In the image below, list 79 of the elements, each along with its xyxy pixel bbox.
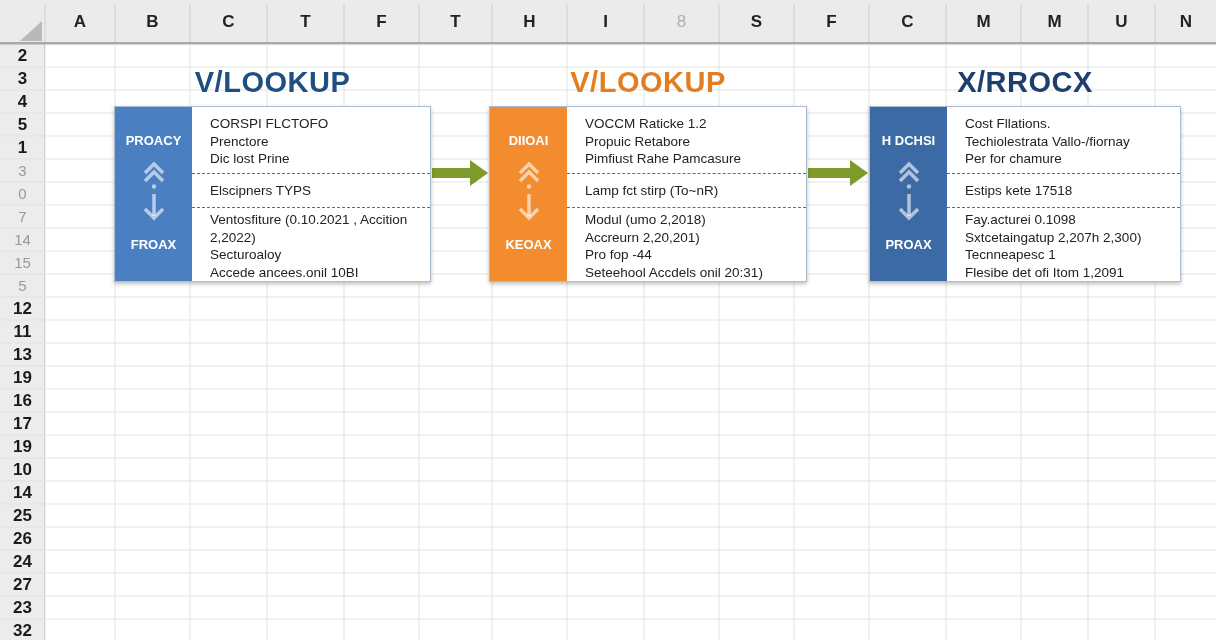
column-letter: T bbox=[300, 12, 311, 32]
text-line: CORSPI FLCTOFO bbox=[210, 115, 330, 133]
text-line: Modul (umo 2,2018) bbox=[585, 211, 707, 229]
row-number: 32 bbox=[13, 621, 32, 640]
row-number: 25 bbox=[13, 506, 32, 525]
band-label: DIIOAI bbox=[508, 133, 549, 149]
column-letter: F bbox=[376, 12, 387, 32]
text-line: Pimfiust Rahe Pamcasure bbox=[585, 150, 743, 168]
text-line: Propuic Retabore bbox=[585, 132, 692, 150]
text-line: Estips kete 17518 bbox=[965, 181, 1074, 199]
band-label: KEOAX bbox=[505, 237, 552, 253]
text-line: Cost Fllations. bbox=[965, 115, 1052, 133]
row-number: 10 bbox=[13, 460, 32, 479]
row-number: 26 bbox=[13, 529, 32, 548]
row-number: 7 bbox=[18, 207, 27, 226]
row-number: 24 bbox=[13, 552, 32, 571]
column-letter: U bbox=[1115, 12, 1128, 32]
column-letter: T bbox=[450, 12, 461, 32]
text-line: Accreurn 2,20,201) bbox=[585, 228, 701, 246]
column-letter: M bbox=[1047, 12, 1062, 32]
arrow bbox=[808, 160, 868, 186]
column-letter: H bbox=[523, 12, 536, 32]
card-title: X/RROCX bbox=[957, 65, 1093, 99]
row-number: 0 bbox=[18, 184, 27, 203]
row-number: 5 bbox=[17, 115, 28, 134]
row-number: 3 bbox=[17, 69, 28, 88]
column-letter: B bbox=[146, 12, 159, 32]
band-label: FROAX bbox=[130, 237, 177, 253]
text-line: Elscipners TYPS bbox=[210, 181, 313, 199]
text-line: Lamp fct stirp (To~nR) bbox=[585, 181, 720, 199]
row-number: 14 bbox=[14, 230, 31, 249]
text-line: Prenctore bbox=[210, 132, 270, 150]
side-band bbox=[870, 107, 947, 281]
row-number: 4 bbox=[17, 92, 28, 111]
row-number: 14 bbox=[13, 483, 32, 502]
column-letter: 8 bbox=[676, 12, 687, 32]
row-number: 17 bbox=[13, 414, 32, 433]
band-label: H DCHSI bbox=[881, 133, 936, 149]
text-line: Per for chamure bbox=[965, 150, 1063, 168]
band-label: PROAX bbox=[885, 237, 932, 253]
row-number: 3 bbox=[18, 161, 27, 180]
text-line: Pro fop -44 bbox=[585, 246, 653, 264]
row-number: 5 bbox=[18, 276, 27, 295]
side-band bbox=[490, 107, 567, 281]
row-number: 27 bbox=[13, 575, 32, 594]
row-number: 16 bbox=[13, 391, 32, 410]
text-line: Accede ancees.onil 10BI bbox=[210, 263, 360, 281]
text-line: Seteehool Accdels onil 20:31) bbox=[585, 263, 764, 281]
text-line: Ventosfiture (0.10.2021 , Accition 2,2022) bbox=[210, 211, 409, 246]
column-letter: S bbox=[750, 12, 763, 32]
row-number: 11 bbox=[13, 322, 32, 341]
row-number: 2 bbox=[17, 46, 28, 65]
row-number: 23 bbox=[13, 598, 32, 617]
card-title: V/LOOKUP bbox=[570, 65, 726, 99]
text-line: Sxtcetaingatup 2,207h 2,300) bbox=[965, 228, 1143, 246]
row-number: 15 bbox=[14, 253, 31, 272]
band-label: PROACY bbox=[125, 133, 182, 149]
side-band bbox=[115, 107, 192, 281]
column-letter: I bbox=[603, 12, 608, 32]
text-line: Dic lost Prine bbox=[210, 150, 291, 168]
column-letter: C bbox=[901, 12, 914, 32]
column-letter: F bbox=[826, 12, 837, 32]
column-letter: C bbox=[222, 12, 235, 32]
card-title: V/LOOKUP bbox=[194, 65, 351, 99]
text-line: Fay.acturei 0.1098 bbox=[965, 211, 1077, 229]
row-number: 19 bbox=[13, 368, 32, 387]
text-line: VOCCM Raticke 1.2 bbox=[585, 115, 708, 133]
row-number: 1 bbox=[17, 138, 28, 157]
text-line: Techiolestrata Vallo-/fiornay bbox=[965, 132, 1131, 150]
arrow bbox=[432, 160, 488, 186]
column-letter: A bbox=[73, 12, 87, 32]
text-line: Tecnneapesc 1 bbox=[965, 246, 1057, 264]
text-line: Secturoaloy bbox=[210, 246, 283, 264]
row-number: 19 bbox=[13, 437, 32, 456]
row-number: 12 bbox=[13, 299, 32, 318]
text-line: Flesibe det ofi Itom 1,2091 bbox=[965, 263, 1126, 281]
column-letter: M bbox=[976, 12, 991, 32]
column-letter: N bbox=[1179, 12, 1193, 32]
row-number: 13 bbox=[13, 345, 32, 364]
